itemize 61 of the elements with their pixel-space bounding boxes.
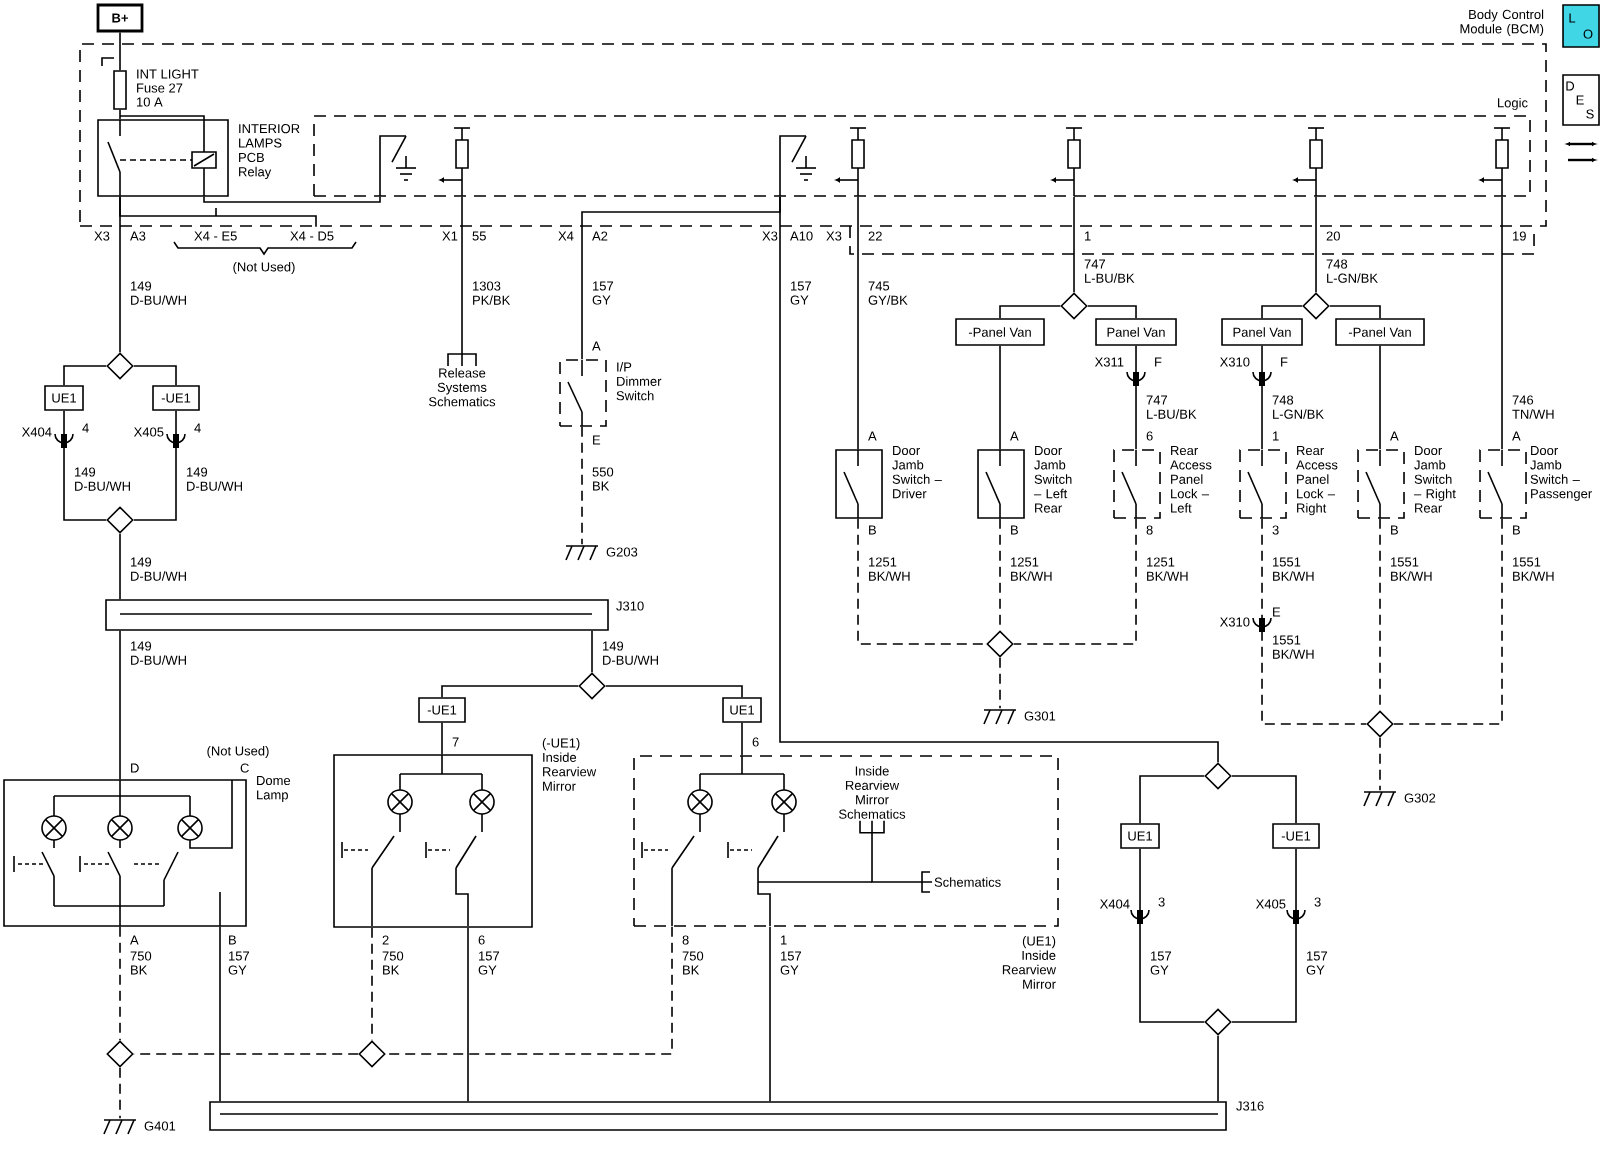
wire (1501, 196, 1503, 450)
wire (1261, 305, 1303, 319)
splice-diamond (986, 630, 1014, 658)
wire (467, 927, 469, 1102)
wire (1231, 848, 1297, 1023)
splice-diamond (106, 352, 134, 380)
splice-diamond (578, 672, 606, 700)
wire (999, 305, 1061, 319)
wire (1139, 775, 1205, 824)
splice-diamond (1204, 762, 1232, 790)
wire (1261, 345, 1263, 450)
wire (779, 196, 1219, 763)
wire (1139, 848, 1205, 1023)
wire (119, 109, 121, 120)
wire (203, 196, 381, 203)
splice-diamond (1060, 292, 1088, 320)
wire (1217, 1035, 1219, 1102)
wire (133, 365, 177, 386)
splice-diamond (358, 1040, 386, 1068)
wire (1261, 518, 1367, 725)
wire (441, 722, 443, 755)
wire (1379, 345, 1381, 450)
wire (741, 722, 743, 756)
wire (769, 926, 771, 1102)
wire (1231, 775, 1297, 824)
splice-diamond (1366, 710, 1394, 738)
wire (1315, 196, 1317, 293)
wire (385, 926, 673, 1055)
wire (999, 518, 1001, 631)
wire (591, 630, 593, 673)
splice-diamond (106, 1040, 134, 1068)
wire (1073, 196, 1075, 293)
wire (581, 426, 583, 545)
wire (999, 657, 1001, 709)
wire (999, 345, 1001, 450)
wire (857, 518, 987, 645)
wire (119, 533, 121, 600)
splice-diamond (1204, 1008, 1232, 1036)
wire (605, 685, 743, 698)
wire (871, 819, 933, 883)
wire (857, 196, 859, 450)
wire (461, 196, 463, 367)
wire (1329, 305, 1381, 319)
wire (1379, 737, 1381, 791)
wire (441, 685, 579, 698)
wire (119, 926, 121, 1041)
wire (1087, 305, 1137, 319)
wire (119, 1067, 121, 1119)
wire (119, 630, 121, 780)
wire (1393, 518, 1503, 725)
wire (133, 410, 177, 521)
wire (1379, 518, 1381, 711)
wire (63, 410, 107, 521)
wire (1013, 518, 1137, 645)
splice-diamond (1302, 292, 1330, 320)
wire (119, 31, 121, 71)
wire (63, 365, 107, 386)
wire (219, 926, 221, 1102)
wire (119, 196, 317, 228)
splice-diamond (106, 506, 134, 534)
wire (1135, 345, 1137, 450)
